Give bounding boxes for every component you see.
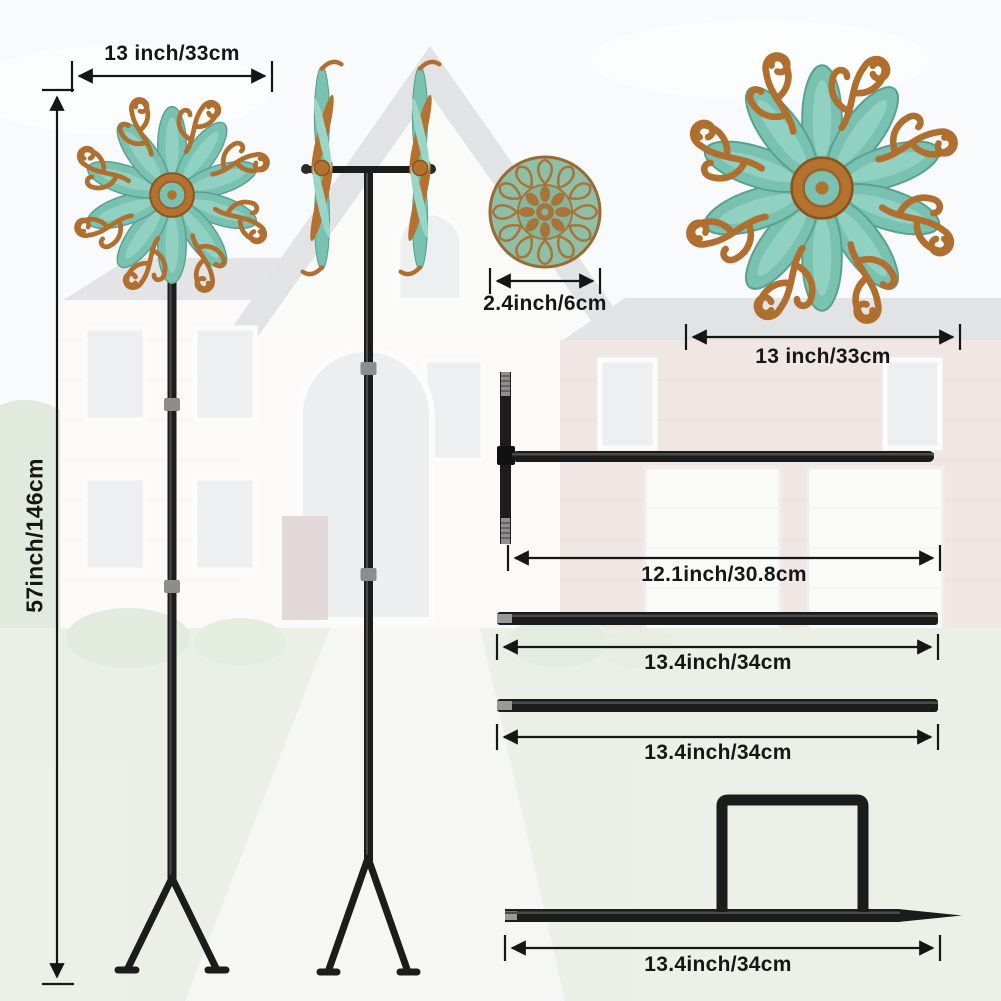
dim-medallion <box>488 268 602 294</box>
t-pole-length-label: 12.1inch/30.8cm <box>641 563 807 586</box>
dimension-lines <box>42 61 962 986</box>
ground-fork <box>316 854 421 976</box>
dim-pole-a <box>495 634 940 660</box>
t-pole-part <box>497 372 934 544</box>
side-spinner-assembly <box>301 62 439 976</box>
medallion-closeup <box>488 155 602 269</box>
dim-right-spinner-width <box>684 324 962 350</box>
dim-t-pole <box>506 545 942 571</box>
pole-section-b <box>497 699 938 712</box>
ground-stake-part <box>505 794 962 922</box>
left-spinner-assembly <box>71 94 273 974</box>
stake-length-label: 13.4inch/34cm <box>644 953 792 976</box>
pole-height-label: 57inch/146cm <box>21 458 48 613</box>
ground-fork <box>114 874 230 974</box>
pole-b-length-label: 13.4inch/34cm <box>644 741 792 764</box>
pole-a-length-label: 13.4inch/34cm <box>644 651 792 674</box>
left-spinner-width-label: 13 inch/33cm <box>104 42 240 65</box>
dim-pole-height <box>42 88 74 986</box>
pole-section-a <box>497 612 938 625</box>
right-spinner-wheel <box>682 48 963 329</box>
dim-stake <box>503 935 942 961</box>
dim-left-spinner-width <box>70 61 274 92</box>
right-spinner-width-label: 13 inch/33cm <box>755 345 891 368</box>
dim-pole-b <box>495 724 940 750</box>
medallion-size-label: 2.4inch/6cm <box>483 292 607 315</box>
spinner-wheel-front <box>71 94 273 296</box>
